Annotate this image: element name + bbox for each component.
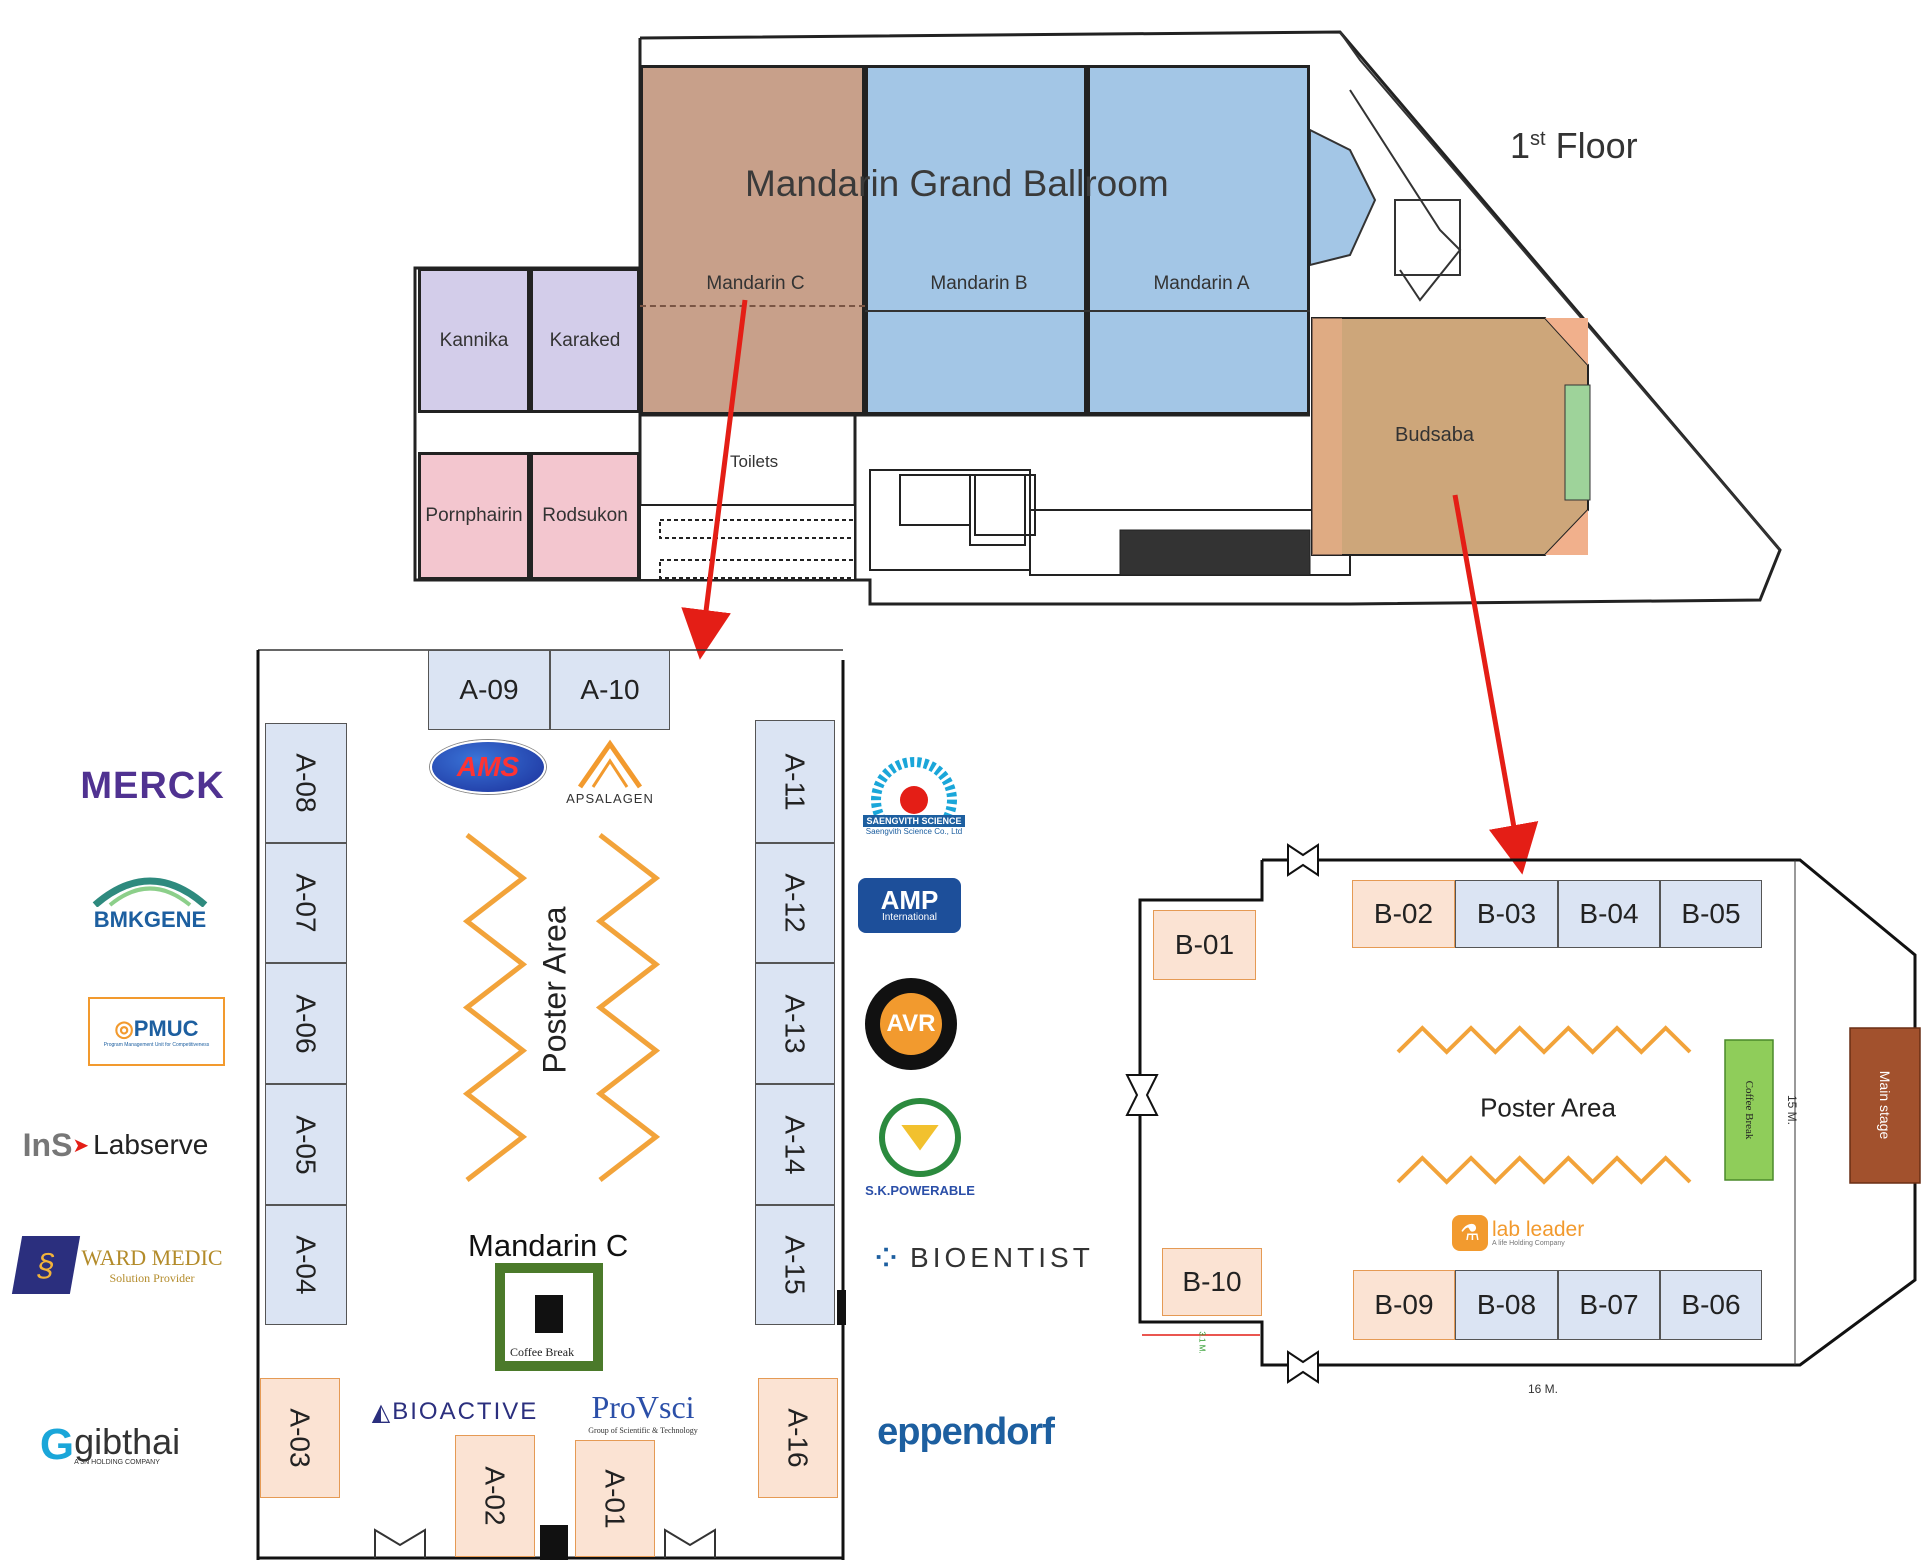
provisci-logo[interactable]: ProVsci Group of Scientific & Technology [588,1389,698,1435]
room-kannika[interactable]: Kannika [418,268,530,413]
booth-a16[interactable]: A-16 [758,1378,838,1498]
booth-b03[interactable]: B-03 [1455,880,1558,948]
room-karaked-label: Karaked [549,329,621,351]
room-mandarin-b-label: Mandarin B [930,273,1028,294]
bmkgene-logo[interactable]: BMKGENE [85,860,215,940]
arc-icon [92,877,208,907]
dots-icon: ⁘ [870,1237,903,1280]
mandarin-c-divider [640,305,865,307]
labserve-logo[interactable]: InS ➤ Labserve [22,1126,209,1163]
budsaba-coffee-break: Coffee Break [1743,1080,1755,1140]
ward-medic-logo[interactable]: § WARD MEDIC Solution Provider [12,1230,225,1300]
room-pornphairin-label: Pornphairin [425,505,523,526]
room-pornphairin[interactable]: Pornphairin [418,452,530,580]
gibthai-logo[interactable]: G gibthai A 3N HOLDING COMPANY [39,1420,181,1469]
merck-logo[interactable]: MERCK [80,764,225,807]
booth-a12[interactable]: A-12 [755,843,835,963]
floor-label: 1st Floor [1510,125,1638,166]
room-rodsukon[interactable]: Rodsukon [530,452,640,580]
lab-leader-logo[interactable]: ⚗ lab leader A life Holding Company [1452,1215,1584,1251]
room-mandarin-c[interactable]: Mandarin C [640,65,865,415]
apsalagen-logo[interactable]: APSALAGEN [555,735,665,810]
ballroom-title: Mandarin Grand Ballroom [745,163,1169,204]
room-kannika-label: Kannika [439,329,509,351]
g-icon: G [39,1420,75,1469]
pmuc-icon: ◎ [114,1015,134,1041]
sk-powerable-logo[interactable]: S.K.POWERABLE [860,1098,980,1198]
booth-a02[interactable]: A-02 [455,1435,535,1557]
booth-a05[interactable]: A-05 [265,1084,347,1205]
bioentist-logo[interactable]: ⁘ BIOENTIST [870,1237,1094,1280]
sunburst-icon [871,756,957,815]
flask-icon: ⚗ [1452,1215,1488,1251]
room-mandarin-b[interactable]: Mandarin B [865,65,1087,415]
booth-b04[interactable]: B-04 [1558,880,1660,948]
arrow-to-mandarin-c [681,299,748,660]
booth-a13[interactable]: A-13 [755,963,835,1084]
booth-b05[interactable]: B-05 [1660,880,1762,948]
booth-a14[interactable]: A-14 [755,1084,835,1205]
ams-logo[interactable]: AMS [430,740,546,794]
mandarin-ab-divider [865,310,1310,312]
room-mandarin-a-label: Mandarin A [1153,273,1250,294]
budsaba-poster-area: Poster Area [1480,1092,1616,1123]
mandarin-c-coffee-break: Coffee Break [510,1345,575,1359]
booth-a04[interactable]: A-04 [265,1205,347,1325]
booth-b09[interactable]: B-09 [1353,1270,1455,1340]
amp-logo[interactable]: AMP International [858,878,961,933]
room-mandarin-c-label: Mandarin C [706,273,805,294]
avr-logo[interactable]: AVR [865,978,957,1070]
room-karaked[interactable]: Karaked [530,268,640,413]
booth-a06[interactable]: A-06 [265,963,347,1084]
booth-a10[interactable]: A-10 [550,650,670,730]
dna-icon: § [12,1236,81,1294]
booth-b07[interactable]: B-07 [1558,1270,1660,1340]
booth-b06[interactable]: B-06 [1660,1270,1762,1340]
booth-a01[interactable]: A-01 [575,1440,655,1557]
eppendorf-logo[interactable]: eppendorf [877,1411,1055,1453]
swoosh-icon: ➤ [72,1134,90,1157]
room-rodsukon-label: Rodsukon [542,505,628,526]
booth-a03[interactable]: A-03 [260,1378,340,1498]
booth-a11[interactable]: A-11 [755,720,835,843]
arrow-to-budsaba [1452,494,1539,875]
booth-a08[interactable]: A-08 [265,723,347,843]
booth-b01[interactable]: B-01 [1153,910,1256,980]
booth-a15[interactable]: A-15 [755,1205,835,1325]
toilets-label: Toilets [730,452,779,471]
room-mandarin-a[interactable]: Mandarin A [1087,65,1310,415]
booth-b08[interactable]: B-08 [1455,1270,1558,1340]
main-stage[interactable]: Main stage [1877,1070,1893,1140]
lab-leader-sub: A life Holding Company [1492,1239,1565,1247]
booth-a07[interactable]: A-07 [265,843,347,963]
gap-label: 3.1 M. [1197,1331,1207,1354]
height-label: 15 M. [1785,1094,1799,1126]
mandarin-c-title: Mandarin C [468,1228,629,1263]
lab-leader-name: lab leader [1492,1217,1585,1241]
mountain-icon [577,739,643,789]
saengvith-logo[interactable]: SAENGVITH SCIENCE Saengvith Science Co.,… [858,745,970,845]
booth-a09[interactable]: A-09 [428,650,550,730]
pmuc-logo[interactable]: ◎PMUC Program Management Unit for Compet… [88,997,225,1066]
booth-b10[interactable]: B-10 [1162,1248,1262,1316]
bioactive-logo[interactable]: ◭BIOACTIVE [371,1398,539,1426]
width-label: 16 M. [1528,1382,1559,1396]
booth-b02[interactable]: B-02 [1352,880,1455,948]
triangle-icon: ◭ [371,1398,393,1426]
room-budsaba-label: Budsaba [1395,424,1474,446]
emblem-icon [879,1098,961,1177]
